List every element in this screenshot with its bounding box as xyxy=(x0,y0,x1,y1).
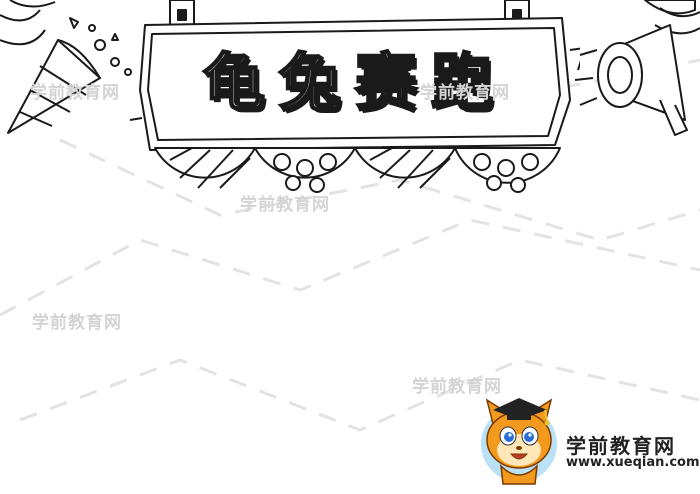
brand-name: 学前教育网 xyxy=(566,434,676,458)
watermark: 学前教育网 xyxy=(240,195,330,215)
watermark: 学前教育网 xyxy=(420,83,510,103)
megaphone-icon xyxy=(575,0,700,136)
mascot-logo xyxy=(481,398,557,485)
watermark: 学前教育网 xyxy=(30,83,120,103)
watermark: 学前教育网 xyxy=(412,377,502,397)
brand-url: www.xueqian.com xyxy=(566,455,700,470)
party-popper-icon xyxy=(0,0,132,134)
page-title: 龟兔赛跑 xyxy=(202,45,507,121)
title-signboard xyxy=(130,0,580,193)
graduation-cap-icon xyxy=(493,398,550,426)
watermark: 学前教育网 xyxy=(32,313,122,333)
